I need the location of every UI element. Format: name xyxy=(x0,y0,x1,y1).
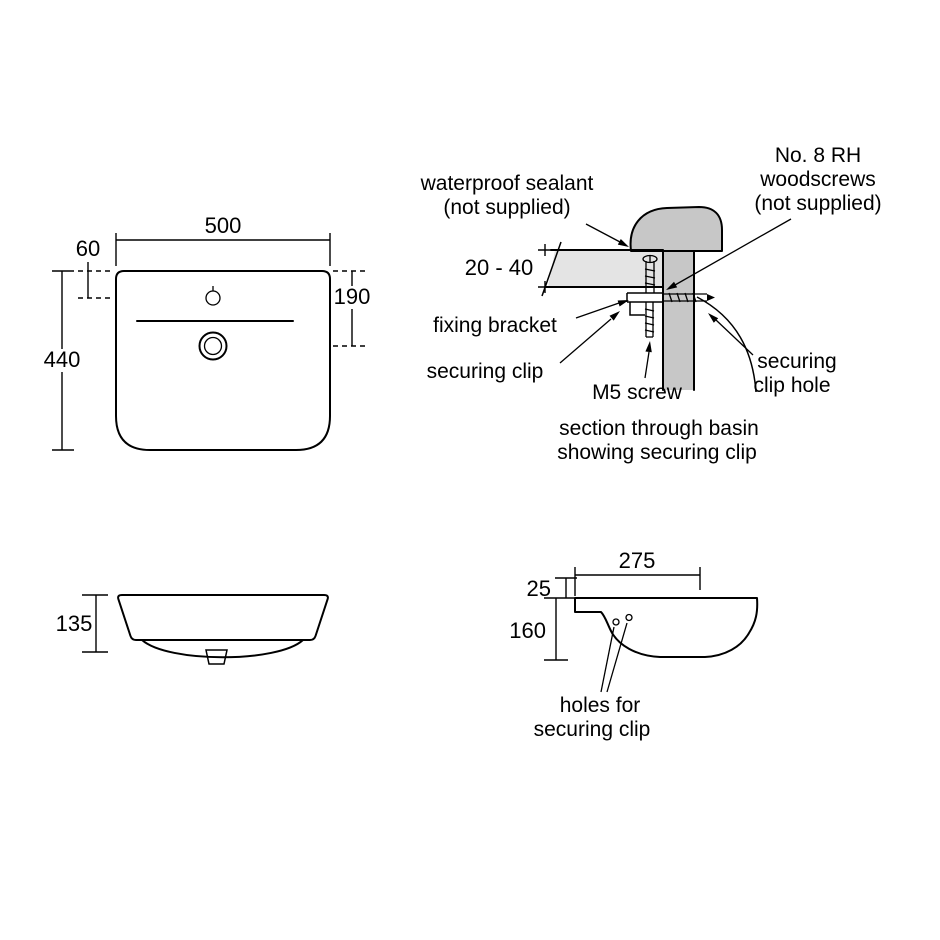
woodscrews-label-line1: No. 8 RH xyxy=(775,144,861,167)
bowl-underside-curve xyxy=(141,639,304,659)
basin-plan-outline xyxy=(115,270,331,451)
wall-screw-part xyxy=(663,292,715,303)
leader-m5-screw xyxy=(644,341,652,379)
dim-bowl-depth-160: 160 xyxy=(509,598,568,661)
plan-view: 500 60 190 440 xyxy=(44,213,371,451)
dim-depth-440: 440 xyxy=(44,270,81,451)
leader-clip-hole xyxy=(708,313,754,356)
dim-tap-to-waste-190: 190 xyxy=(333,270,371,347)
securing-clip-label: securing clip xyxy=(427,360,544,383)
wall-break-curve xyxy=(696,296,757,393)
basin-side-outline xyxy=(574,597,759,658)
fixing-bracket-label: fixing bracket xyxy=(433,314,557,337)
section-caption-line2: showing securing clip xyxy=(557,441,757,464)
sealant-label-line1: waterproof sealant xyxy=(420,172,594,195)
arrowhead xyxy=(708,313,719,323)
woodscrews-label-line2: woodscrews xyxy=(759,168,876,191)
clip-hole-label-line1: securing xyxy=(757,350,836,373)
woodscrew-part xyxy=(642,254,658,293)
dim-bowl-depth-label: 160 xyxy=(509,618,546,643)
dim-top-depth-label: 275 xyxy=(619,548,656,573)
waste-outer-circle xyxy=(198,331,228,361)
m5-screw-part xyxy=(644,302,655,338)
waste-trap-tab xyxy=(205,649,228,665)
woodscrews-label-line3: (not supplied) xyxy=(754,192,881,215)
leader-securing-clip xyxy=(559,311,620,364)
securing-clip-hole-2 xyxy=(625,613,633,622)
arrowhead xyxy=(609,311,620,321)
dim-top-depth-275: 275 xyxy=(574,548,701,596)
wall-strip xyxy=(663,240,694,390)
leader-woodscrews xyxy=(666,218,792,290)
dim-depth-label: 440 xyxy=(44,347,81,372)
leader-fixing-bracket xyxy=(575,300,629,319)
sealant-label-line2: (not supplied) xyxy=(443,196,570,219)
dim-width-500: 500 xyxy=(115,213,331,266)
side-view: 275 25 160 holes for securing clip xyxy=(509,548,759,741)
clip-hole-label-line2: clip hole xyxy=(753,374,830,397)
securing-clip-part xyxy=(629,302,645,316)
section-detail: 20 - 40 xyxy=(420,144,882,464)
arrowhead xyxy=(617,239,629,247)
dim-width-label: 500 xyxy=(205,213,242,238)
holes-label-line2: securing clip xyxy=(534,718,651,741)
m5-screw-label: M5 screw xyxy=(592,381,683,404)
basin-front-outline xyxy=(117,594,329,641)
dim-rim-height-25: 25 xyxy=(527,576,577,601)
leader-sealant xyxy=(585,223,629,247)
arrowhead xyxy=(645,341,652,353)
basin-rim-section xyxy=(629,206,723,252)
dim-tap-offset-60: 60 xyxy=(76,236,114,299)
arrowhead xyxy=(617,300,629,307)
dim-front-height-label: 135 xyxy=(56,611,93,636)
front-view: 135 xyxy=(56,594,329,665)
securing-clip-hole-1 xyxy=(612,618,620,626)
worktop-slab xyxy=(548,250,663,287)
leader-holes xyxy=(600,622,628,693)
fixing-bracket-part xyxy=(626,292,663,303)
dim-worktop-thickness-label: 20 - 40 xyxy=(465,255,534,280)
section-caption-line1: section through basin xyxy=(559,417,759,440)
holes-label-line1: holes for xyxy=(560,694,641,717)
dim-worktop-thickness: 20 - 40 xyxy=(465,244,573,293)
tap-hole xyxy=(205,290,221,306)
dim-front-height-135: 135 xyxy=(56,594,108,653)
arrowhead xyxy=(666,281,678,290)
dim-tap-to-waste-label: 190 xyxy=(334,284,371,309)
dim-tap-offset-label: 60 xyxy=(76,236,100,261)
waste-inner-circle xyxy=(203,336,223,356)
dim-rim-height-label: 25 xyxy=(527,576,551,601)
